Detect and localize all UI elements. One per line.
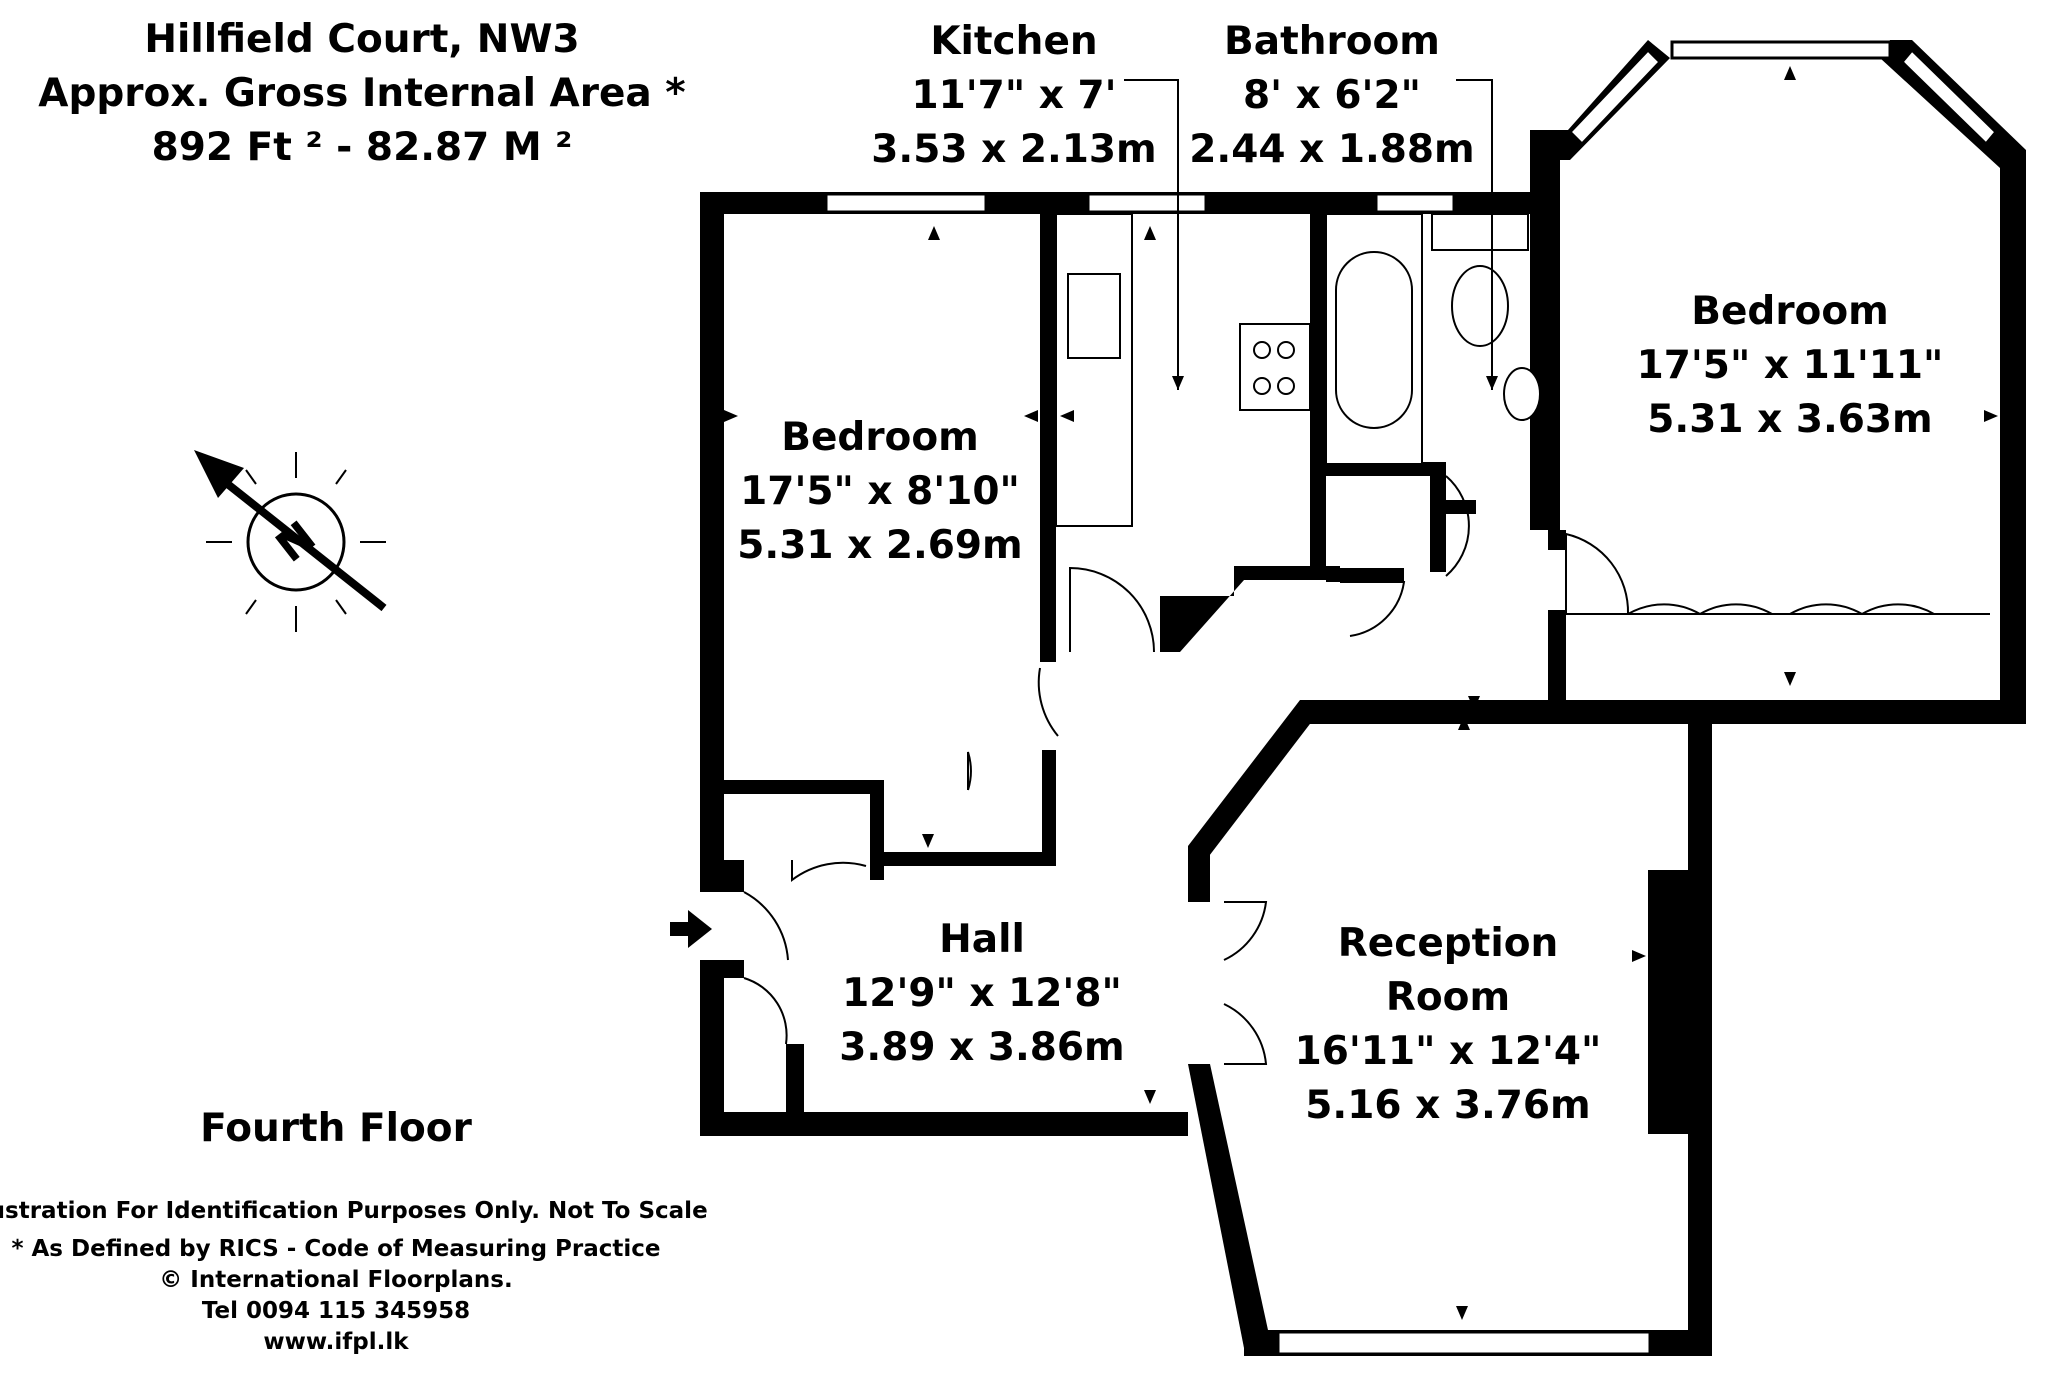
room-reception: Reception Room 16'11" x 12'4" 5.16 x 3.7…	[1295, 921, 1602, 1128]
property-title: Hillfield Court, NW3	[144, 17, 579, 62]
room-bedroom-1: Bedroom 17'5" x 8'10" 5.31 x 2.69m	[737, 415, 1022, 568]
room-metric: 5.16 x 3.76m	[1305, 1083, 1590, 1128]
room-metric: 5.31 x 2.69m	[737, 523, 1022, 568]
room-imperial: 8' x 6'2"	[1243, 73, 1421, 118]
area-value: 892 Ft ² - 82.87 M ²	[152, 125, 573, 170]
room-imperial: 16'11" x 12'4"	[1295, 1029, 1602, 1074]
room-imperial: 17'5" x 8'10"	[740, 469, 1020, 514]
room-name: Kitchen	[930, 19, 1097, 64]
entrance-arrow-icon	[670, 910, 712, 948]
room-imperial: 11'7" x 7'	[911, 73, 1116, 118]
room-metric: 3.89 x 3.86m	[839, 1025, 1124, 1070]
room-imperial: 12'9" x 12'8"	[842, 971, 1122, 1016]
room-name: Bedroom	[781, 415, 979, 460]
phone-text: Tel 0094 115 345958	[202, 1298, 470, 1324]
room-hall: Hall 12'9" x 12'8" 3.89 x 3.86m	[839, 917, 1124, 1070]
dimension-arrows	[724, 66, 1998, 1320]
room-imperial: 17'5" x 11'11"	[1637, 343, 1944, 388]
room-metric: 3.53 x 2.13m	[871, 127, 1156, 172]
kitchen-fixtures	[1055, 213, 1311, 527]
website-text: www.ifpl.lk	[263, 1329, 409, 1355]
area-caption: Approx. Gross Internal Area *	[38, 71, 685, 116]
floor-label: Fourth Floor	[200, 1106, 472, 1151]
room-name: Hall	[939, 917, 1025, 962]
room-name-line1: Reception	[1338, 921, 1559, 966]
room-bedroom-2: Bedroom 17'5" x 11'11" 5.31 x 3.63m	[1637, 289, 1944, 442]
rics-note: * As Defined by RICS - Code of Measuring…	[11, 1236, 660, 1262]
room-kitchen-header: Kitchen 11'7" x 7' 3.53 x 2.13m	[871, 19, 1156, 172]
compass-icon: N	[194, 450, 387, 632]
room-bathroom-header: Bathroom 8' x 6'2" 2.44 x 1.88m	[1189, 19, 1474, 172]
room-metric: 5.31 x 3.63m	[1647, 397, 1932, 442]
bathroom-fixtures	[1325, 213, 1541, 465]
doors	[743, 475, 1990, 1065]
room-name: Bathroom	[1224, 19, 1440, 64]
room-name: Bedroom	[1691, 289, 1889, 334]
windows	[824, 40, 1999, 1356]
measurement-markers	[1124, 79, 1493, 390]
room-name-line2: Room	[1386, 975, 1510, 1020]
room-metric: 2.44 x 1.88m	[1189, 127, 1474, 172]
disclaimer-text: Illustration For Identification Purposes…	[0, 1198, 708, 1224]
copyright-text: © International Floorplans.	[159, 1267, 512, 1293]
